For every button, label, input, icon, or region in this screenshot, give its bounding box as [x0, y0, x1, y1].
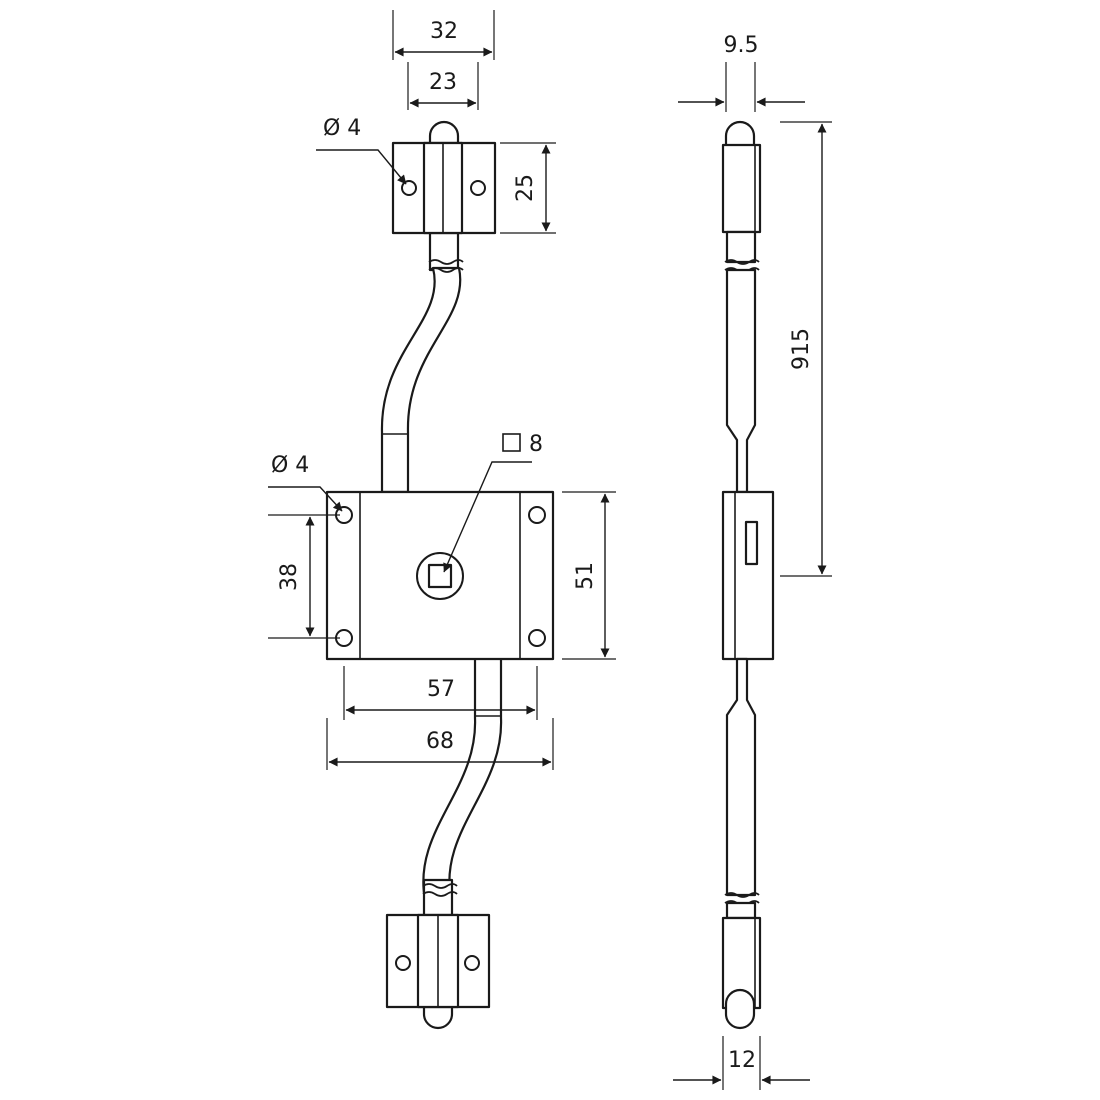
dimension-label-9-5: 9.5: [724, 33, 759, 58]
dimension-label-915: 915: [789, 328, 814, 370]
dimension-915: 915: [780, 121, 832, 577]
side-bottom-break-mark: [724, 892, 760, 898]
dimension-top-hole: Ø 4: [316, 116, 407, 185]
dimension-label-top-hole: Ø 4: [323, 116, 361, 141]
lower-guide-bracket: [385, 913, 491, 1009]
side-bottom-neck: [725, 901, 757, 920]
lower-bracket-hole-right: [464, 955, 480, 971]
side-view: [721, 120, 775, 1030]
dimension-label-25: 25: [513, 174, 538, 202]
dimension-32: 32: [392, 10, 495, 60]
upper-guide-bracket: [391, 141, 497, 235]
side-latch-slot: [744, 520, 759, 566]
dimension-25: 25: [500, 142, 556, 234]
lower-rod-break-mark: [422, 883, 458, 889]
dimension-label-12: 12: [728, 1048, 756, 1073]
dimension-23: 23: [407, 62, 479, 110]
dimension-57: 57: [343, 666, 538, 720]
dimension-square: 8: [443, 432, 543, 573]
dimension-68: 68: [326, 718, 554, 770]
square-symbol: [502, 433, 521, 452]
dimension-body-hole: Ø 4: [268, 453, 343, 512]
side-lock-body: [721, 490, 775, 661]
dimension-51: 51: [562, 491, 616, 660]
upper-rod-curve: [380, 266, 462, 494]
lower-bracket-hole-left: [395, 955, 411, 971]
dimension-label-51: 51: [573, 562, 598, 590]
side-top-neck: [725, 230, 757, 264]
lock-body: [325, 490, 555, 661]
dimension-label-68: 68: [426, 729, 454, 754]
dimension-label-square: 8: [529, 432, 543, 457]
dimension-12: 12: [673, 1036, 810, 1090]
body-hole-top-right: [528, 506, 546, 524]
body-hole-bottom-right: [528, 629, 546, 647]
upper-rod-neck: [428, 228, 460, 272]
dimension-label-32: 32: [430, 19, 458, 44]
side-top-break-mark: [724, 259, 760, 265]
dimension-label-57: 57: [427, 677, 455, 702]
upper-rod-break-mark: [428, 259, 464, 265]
side-bottom-tip: [724, 988, 756, 1030]
dimension-label-23: 23: [429, 70, 457, 95]
front-view: [325, 120, 555, 1030]
dimension-38: 38: [268, 514, 340, 639]
dimension-label-body-hole: Ø 4: [271, 453, 309, 478]
dimension-label-38: 38: [277, 563, 302, 591]
upper-bracket-hole-right: [470, 180, 486, 196]
side-lower-rod: [725, 657, 757, 897]
side-top-bracket: [721, 143, 762, 234]
square-spindle-hole: [427, 563, 453, 589]
dimension-9-5: 9.5: [678, 33, 805, 112]
upper-bracket-hole-left: [401, 180, 417, 196]
side-upper-rod: [725, 268, 757, 494]
